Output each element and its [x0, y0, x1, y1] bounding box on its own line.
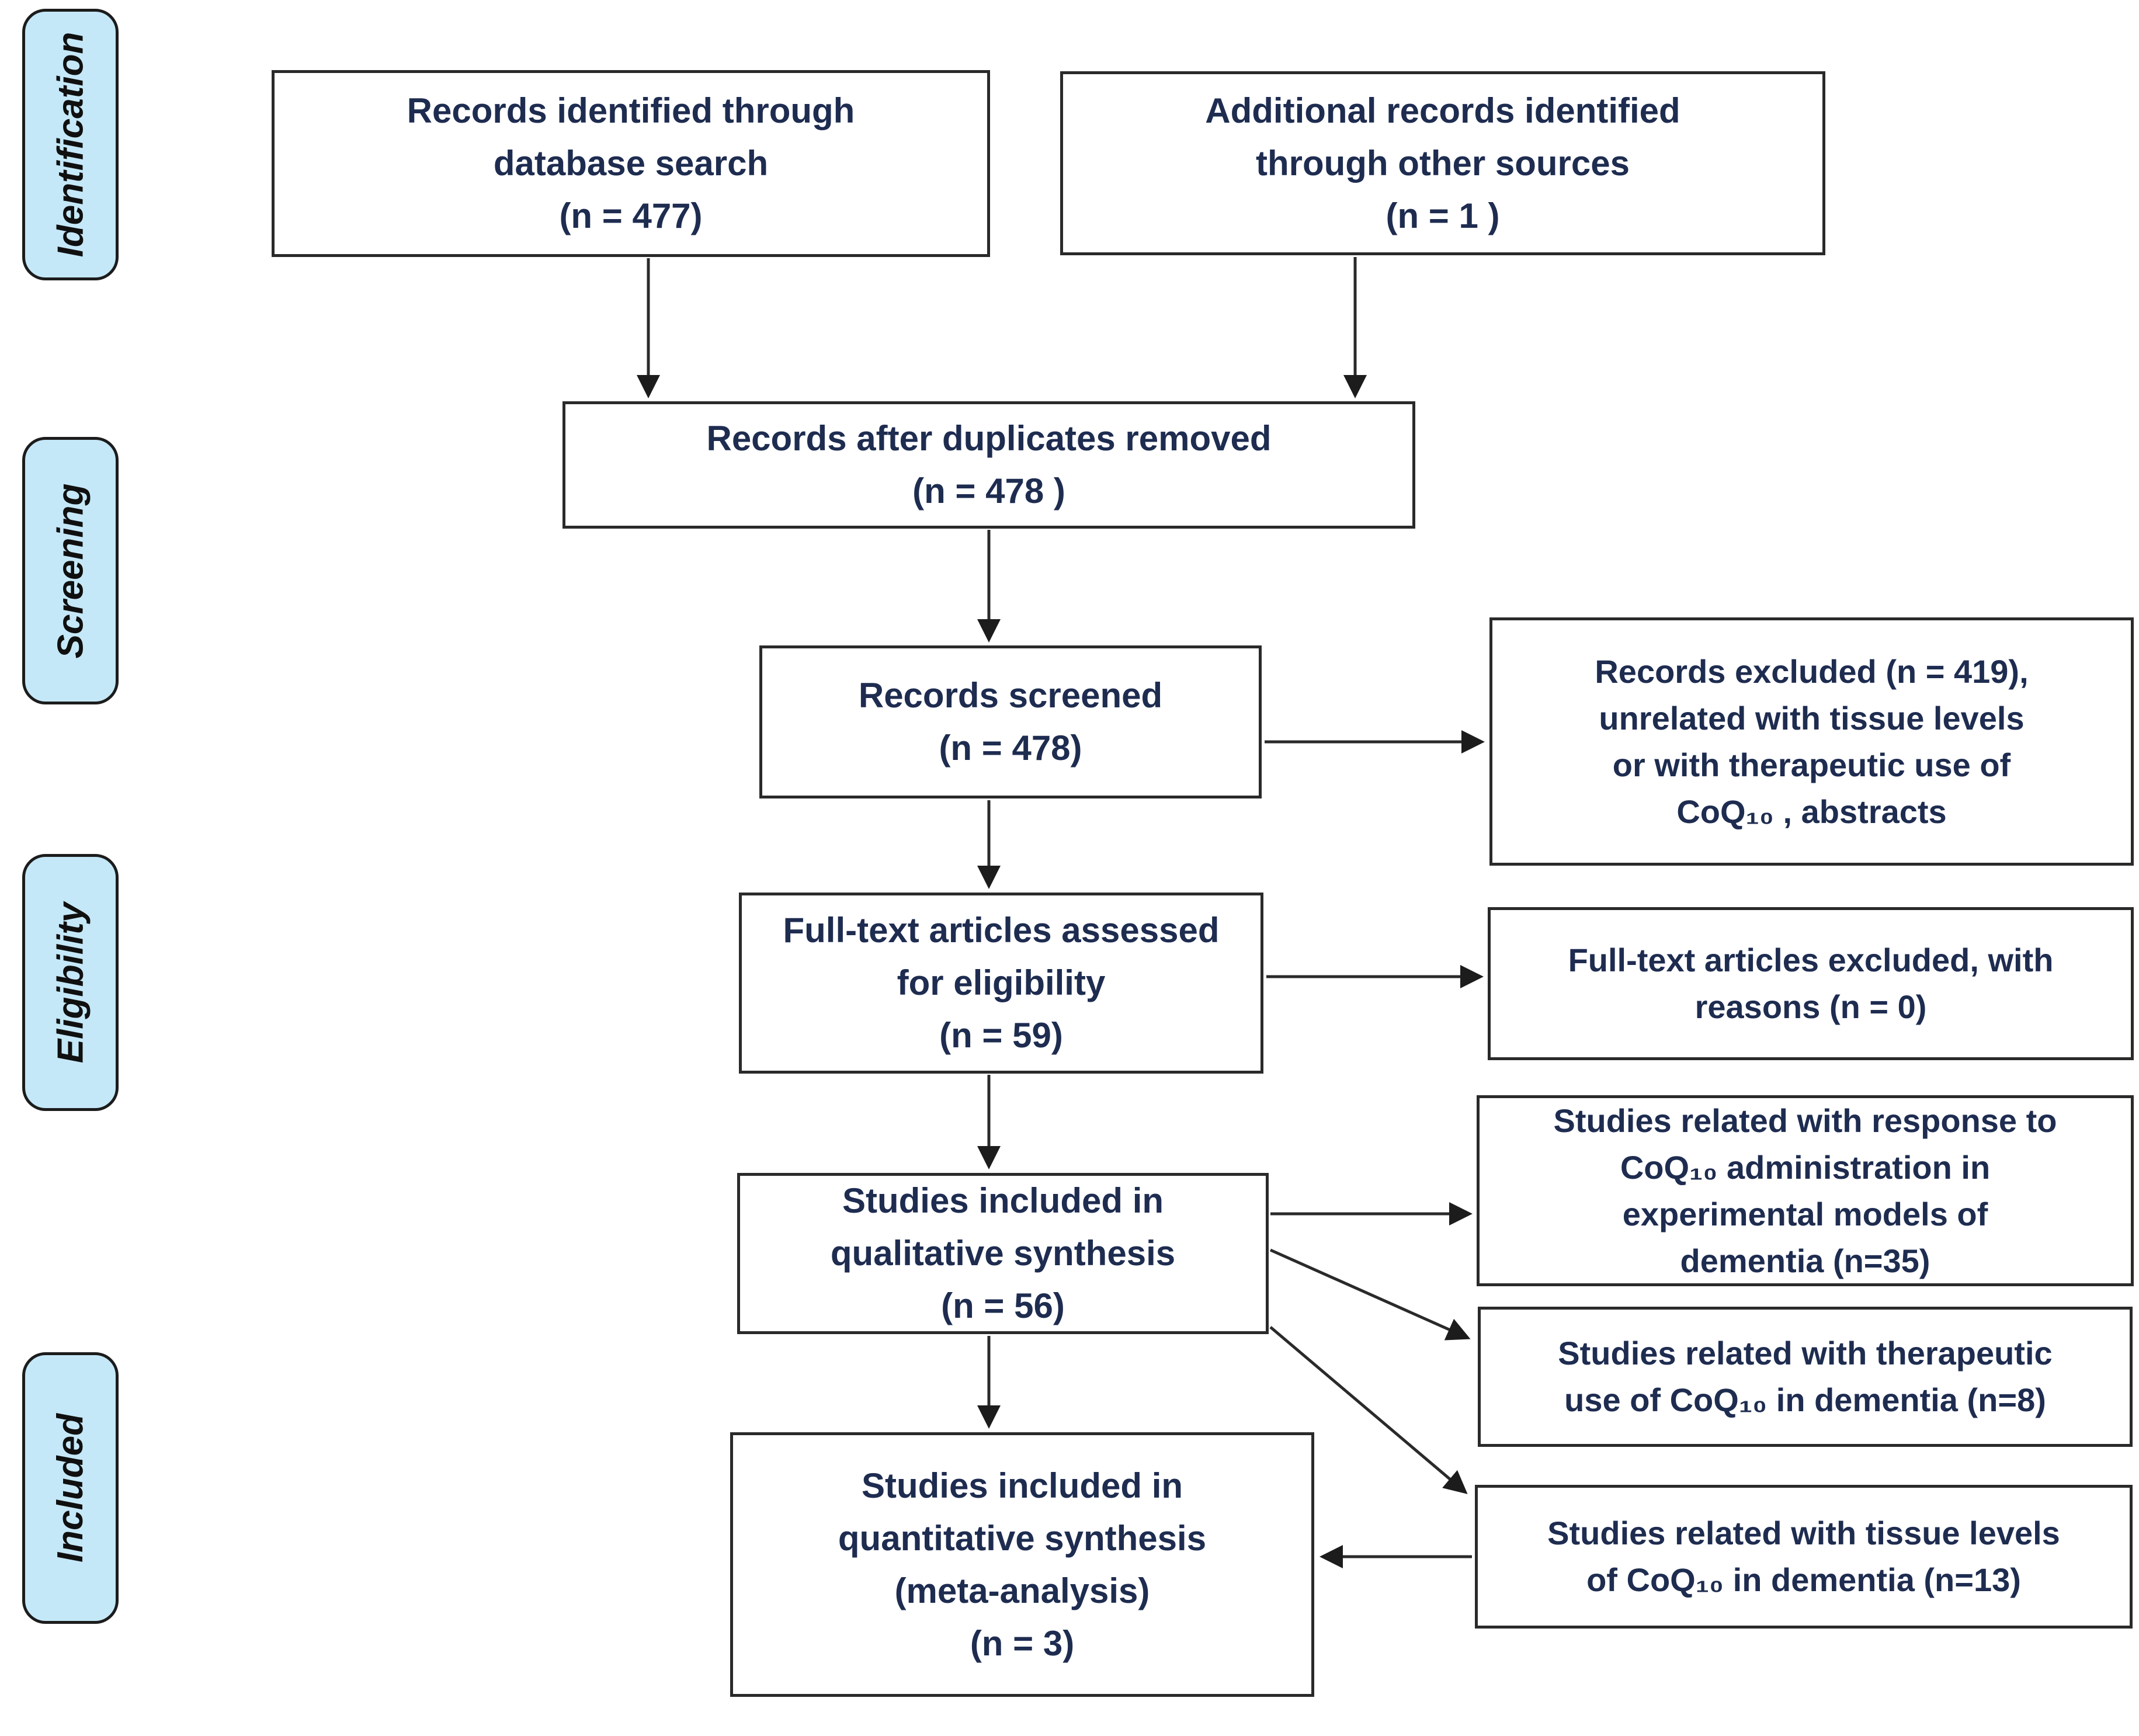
box-line: Records identified through: [407, 91, 855, 130]
box-line: Records excluded (n = 419),: [1595, 652, 2029, 690]
box-line: Additional records identified: [1205, 91, 1680, 130]
box-line: CoQ₁₀ administration in: [1620, 1148, 1991, 1186]
box-line: reasons (n = 0): [1694, 988, 1927, 1025]
box-fulltext-excluded: Full-text articles excluded, with reason…: [1488, 907, 2134, 1060]
box-line: unrelated with tissue levels: [1599, 699, 2025, 737]
box-line: use of CoQ₁₀ in dementia (n=8): [1564, 1381, 2046, 1418]
box-fulltext-assessed: Full-text articles assessed for eligibil…: [739, 893, 1263, 1074]
box-line: of CoQ₁₀ in dementia (n=13): [1586, 1561, 2021, 1598]
box-qualitative-synthesis: Studies included in qualitative synthesi…: [737, 1173, 1269, 1334]
arrow-qualitative-to-therapeutic: [1269, 1248, 1471, 1341]
box-additional-records: Additional records identified through ot…: [1060, 71, 1825, 255]
box-line: Full-text articles excluded, with: [1568, 942, 2054, 978]
box-line: Studies included in: [842, 1181, 1164, 1220]
box-line: Full-text articles assessed: [783, 911, 1220, 950]
box-line: CoQ₁₀ , abstracts: [1676, 793, 1947, 830]
stage-screening: Screening: [22, 437, 119, 704]
box-line: Studies related with response to: [1553, 1102, 2057, 1139]
box-line: experimental models of: [1622, 1195, 1988, 1232]
box-line: database search: [493, 144, 769, 183]
box-line: Records screened: [858, 676, 1163, 715]
stage-eligibility: Eligibility: [22, 854, 119, 1111]
box-line: quantitative synthesis: [838, 1518, 1207, 1558]
box-line: (n = 56): [941, 1286, 1065, 1325]
arrow-qualitative-to-tissue: [1269, 1326, 1468, 1494]
box-line: qualitative synthesis: [830, 1234, 1176, 1273]
box-line: Studies included in: [861, 1466, 1183, 1505]
box-line: Records after duplicates removed: [706, 419, 1272, 458]
box-records-screened: Records screened (n = 478): [759, 645, 1262, 798]
box-line: for eligibility: [897, 963, 1106, 1002]
stage-included: Included: [22, 1352, 119, 1624]
box-line: (n = 478): [939, 728, 1082, 768]
box-tissue-studies: Studies related with tissue levels of Co…: [1475, 1485, 2133, 1629]
box-line: dementia (n=35): [1680, 1242, 1930, 1279]
box-line: (n = 478 ): [912, 471, 1065, 511]
box-quantitative-synthesis: Studies included in quantitative synthes…: [730, 1432, 1314, 1697]
box-records-excluded: Records excluded (n = 419), unrelated wi…: [1489, 617, 2134, 866]
box-line: through other sources: [1255, 143, 1630, 183]
box-line: (n = 3): [970, 1623, 1075, 1663]
stage-identification: Identification: [22, 9, 119, 280]
box-line: Studies related with therapeutic: [1558, 1335, 2053, 1372]
box-duplicates-removed: Records after duplicates removed (n = 47…: [562, 401, 1415, 529]
box-response-studies: Studies related with response to CoQ₁₀ a…: [1477, 1095, 2134, 1286]
box-line: (n = 59): [939, 1016, 1063, 1055]
box-therapeutic-studies: Studies related with therapeutic use of …: [1478, 1307, 2133, 1447]
box-records-identified: Records identified through database sear…: [272, 70, 990, 257]
box-line: (n = 477): [559, 196, 703, 235]
box-line: (meta-analysis): [894, 1571, 1150, 1610]
box-line: Studies related with tissue levels: [1547, 1515, 2060, 1551]
box-line: (n = 1 ): [1386, 196, 1500, 235]
box-line: or with therapeutic use of: [1612, 746, 2011, 783]
